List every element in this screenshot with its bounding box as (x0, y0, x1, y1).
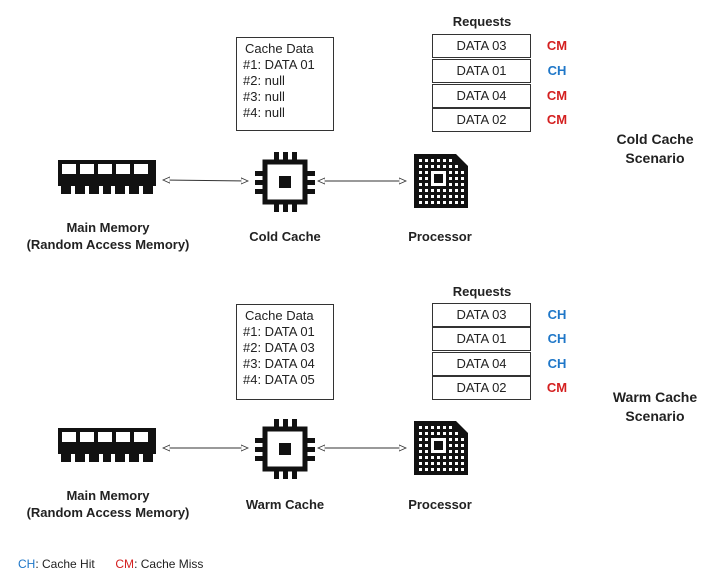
request-row: DATA 02 (432, 376, 531, 400)
cache-label: Cold Cache (249, 229, 321, 244)
main-memory-label-line: Main Memory (66, 488, 150, 503)
scenario-title-line: Scenario (625, 408, 685, 424)
ram-icon (58, 428, 156, 462)
request-row: DATA 01 (432, 327, 531, 351)
request-row: DATA 02 (432, 108, 531, 132)
legend: CH: Cache Hit CM: Cache Miss (18, 557, 203, 571)
legend-hit-abbr: CH (18, 557, 36, 571)
main-memory-label-line: (Random Access Memory) (26, 237, 190, 252)
main-memory-label: Main Memory (Random Access Memory) (10, 219, 206, 253)
cache-data-title: Cache Data (245, 41, 314, 56)
request-row: DATA 03 (432, 303, 531, 327)
cold-memory-cache-connector (163, 180, 248, 181)
cache-miss-badge: CM (546, 38, 568, 53)
cache-hit-badge: CH (547, 331, 567, 346)
cache-entry: #4: null (243, 105, 285, 120)
cache-entry: #2: null (243, 73, 285, 88)
main-memory-label-line: (Random Access Memory) (26, 505, 190, 520)
cache-hit-badge: CH (547, 356, 567, 371)
warm-cache-data-box: Cache Data #1: DATA 01 #2: DATA 03 #3: D… (236, 304, 334, 400)
requests-title: Requests (452, 14, 512, 29)
scenario-title: Warm Cache Scenario (600, 388, 710, 426)
main-memory-label-line: Main Memory (66, 220, 150, 235)
cold-cache-data-box: Cache Data #1: DATA 01 #2: null #3: null… (236, 37, 334, 131)
cache-miss-badge: CM (546, 380, 568, 395)
scenario-title-line: Cold Cache (616, 131, 694, 147)
cache-entry: #1: DATA 01 (243, 324, 315, 339)
cache-entry: #2: DATA 03 (243, 340, 315, 355)
scenario-title: Cold Cache Scenario (600, 130, 710, 168)
cache-entry: #1: DATA 01 (243, 57, 315, 72)
request-row: DATA 04 (432, 352, 531, 376)
request-row: DATA 01 (432, 59, 531, 83)
processor-label: Processor (408, 229, 472, 244)
cpu-chip-icon (255, 152, 315, 212)
cache-miss-badge: CM (546, 112, 568, 127)
cache-miss-badge: CM (546, 88, 568, 103)
processor-label: Processor (408, 497, 472, 512)
legend-hit-text: : Cache Hit (35, 557, 95, 571)
cache-label: Warm Cache (245, 497, 325, 512)
cache-hit-badge: CH (547, 63, 567, 78)
main-memory-label: Main Memory (Random Access Memory) (10, 487, 206, 521)
cache-entry: #3: null (243, 89, 285, 104)
ram-icon (58, 160, 156, 194)
legend-miss-abbr: CM (115, 557, 135, 571)
cache-entry: #3: DATA 04 (243, 356, 315, 371)
legend-miss-text: : Cache Miss (134, 557, 204, 571)
cache-entry: #4: DATA 05 (243, 372, 315, 387)
processor-icon (414, 154, 468, 208)
scenario-title-line: Warm Cache (612, 389, 698, 405)
request-row: DATA 03 (432, 34, 531, 58)
cache-data-title: Cache Data (245, 308, 314, 323)
requests-title: Requests (452, 284, 512, 299)
cpu-chip-icon (255, 419, 315, 479)
scenario-title-line: Scenario (625, 150, 685, 166)
processor-icon (414, 421, 468, 475)
cache-hit-badge: CH (547, 307, 567, 322)
request-row: DATA 04 (432, 84, 531, 108)
